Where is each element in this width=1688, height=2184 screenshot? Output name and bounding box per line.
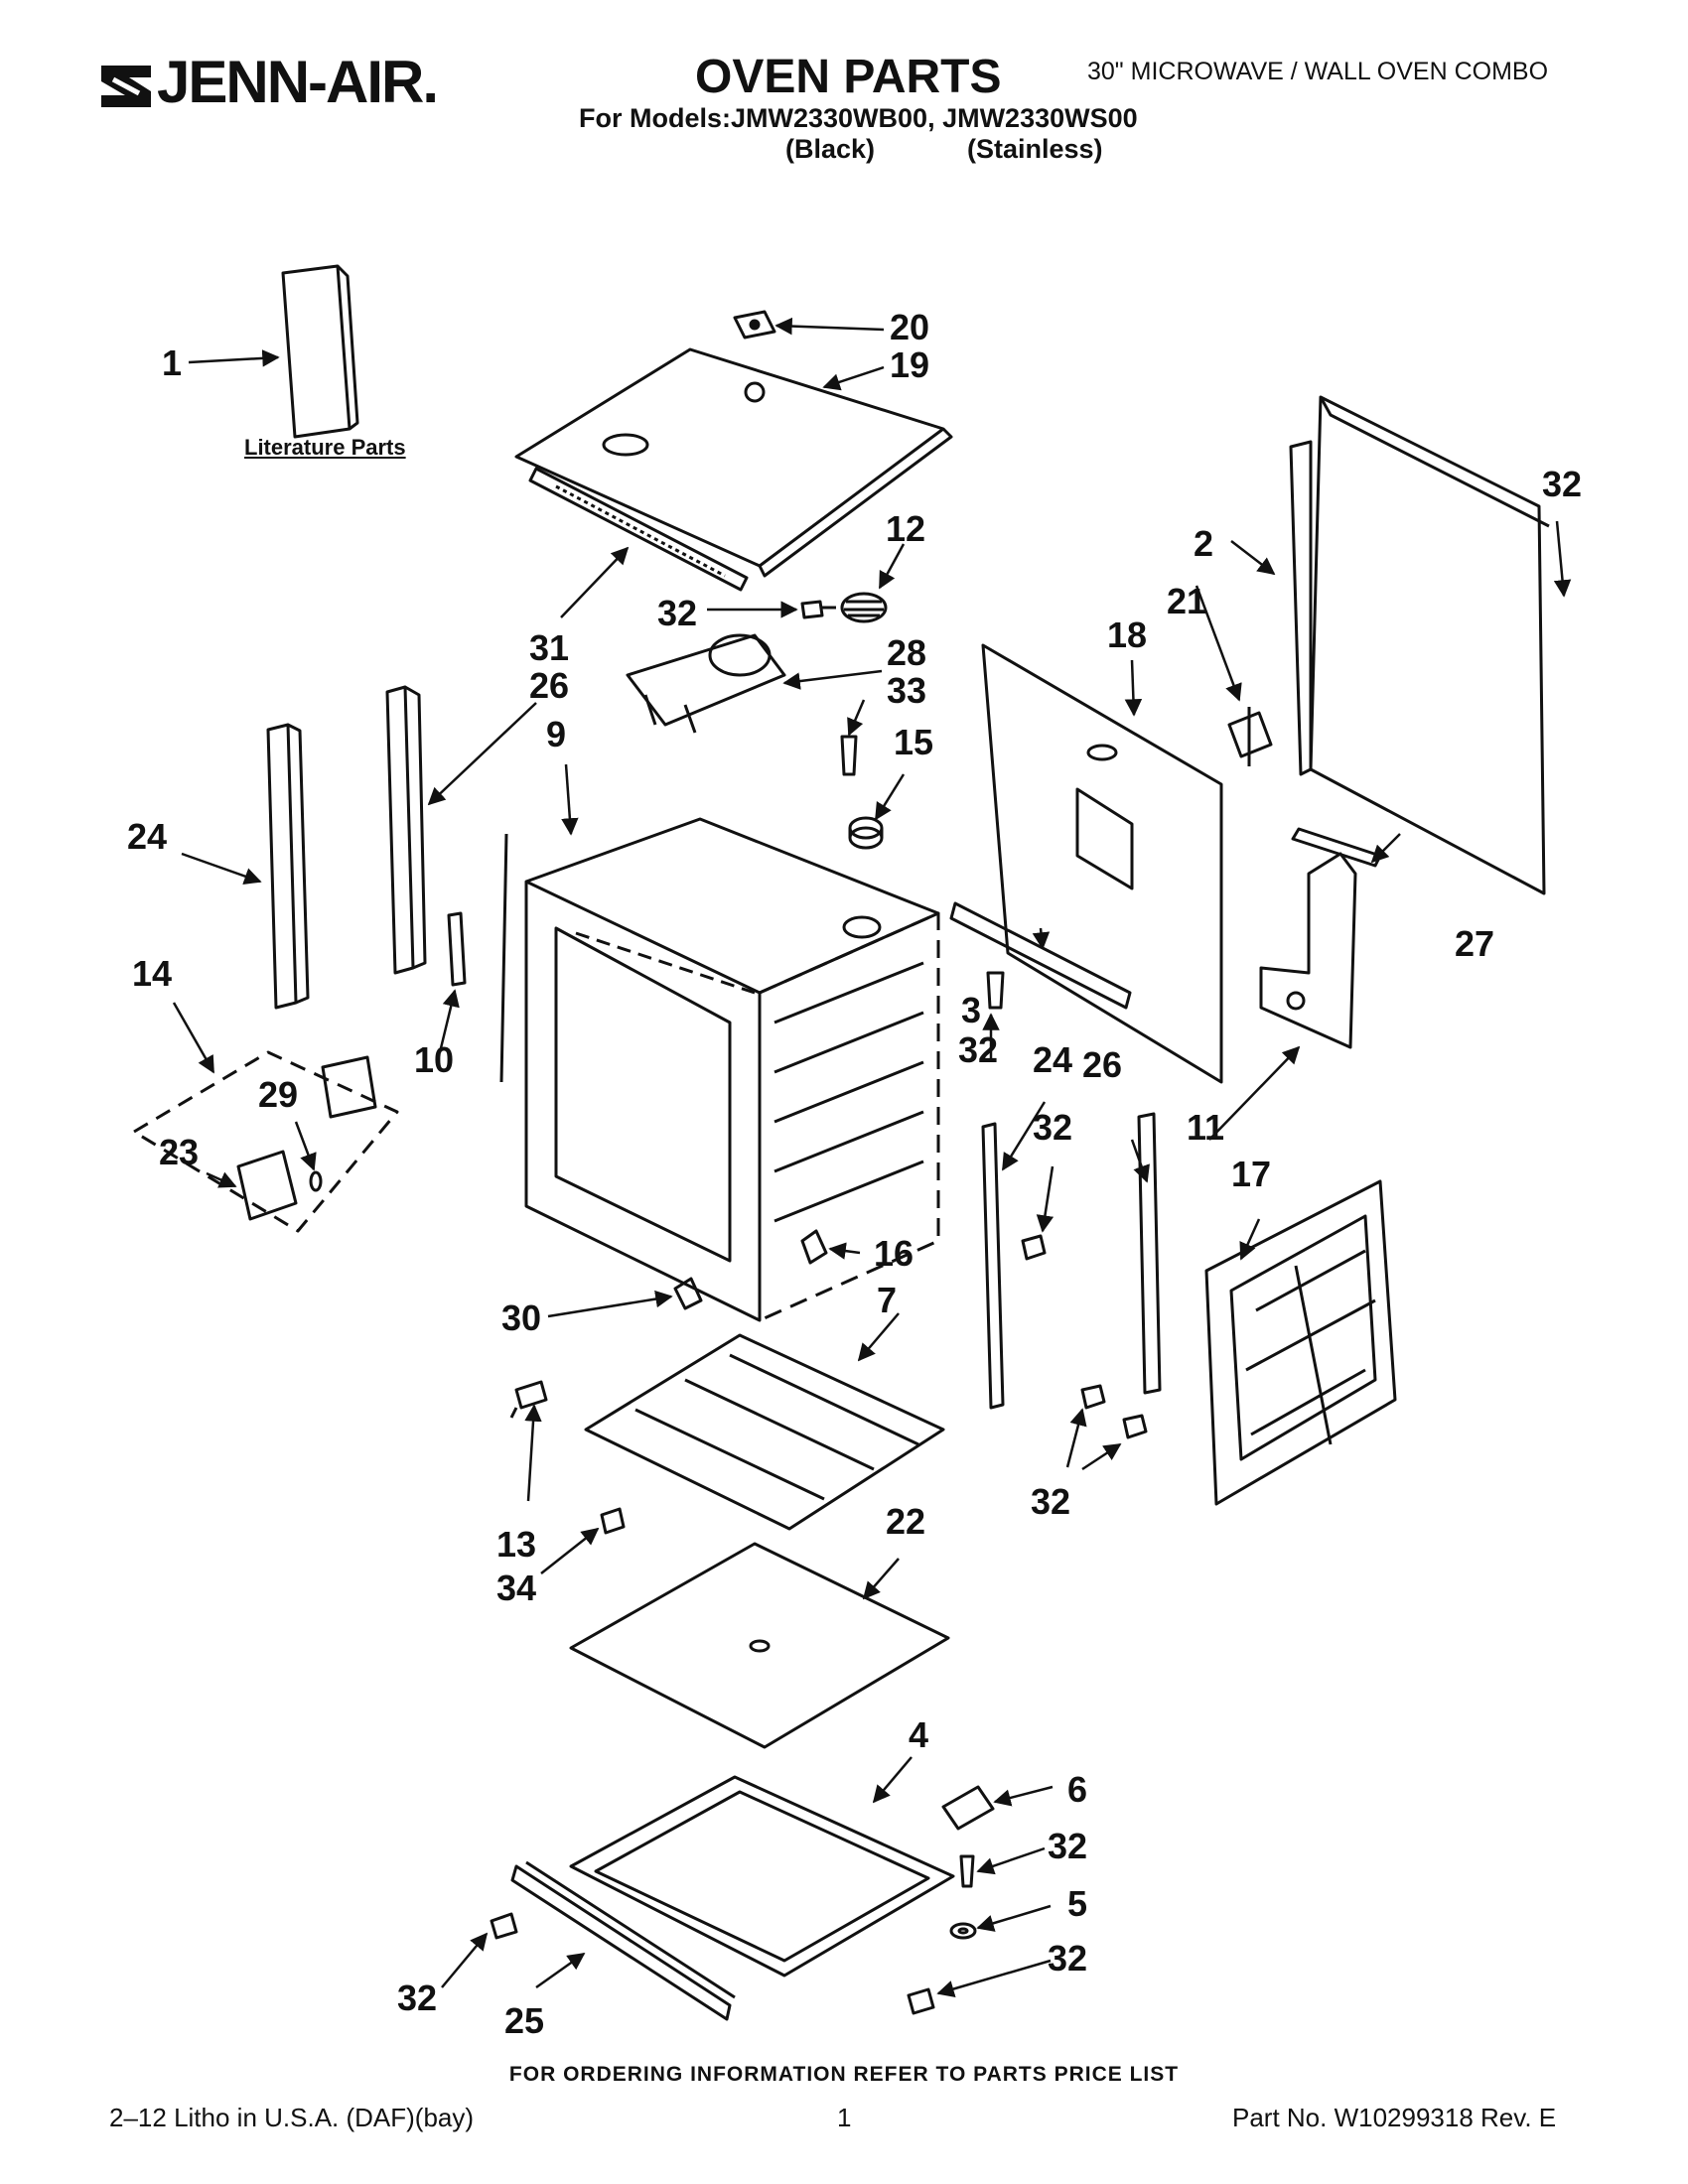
callout-23: 23 [159,1132,199,1172]
callout-19: 19 [890,344,929,385]
part-bracket [949,901,1132,1010]
part-oven-cavity [499,817,940,1322]
part-door-frame [1204,1179,1397,1506]
part-screw [959,1854,975,1888]
ordering-note: FOR ORDERING INFORMATION REFER TO PARTS … [508,2063,1180,2086]
callout-31: 31 [529,627,569,668]
callout-21: 21 [1167,581,1206,621]
part-screw [840,735,858,776]
part-number: Part No. W10299318 Rev. E [1232,2103,1557,2132]
part-back-panel [981,643,1223,1084]
part-front-rail [510,1860,736,2021]
part-sensor [1227,707,1273,766]
callout-20: 20 [890,307,929,347]
part-literature-booklet [281,264,359,439]
part-knob [800,1229,828,1265]
callout-7: 7 [877,1280,897,1320]
callout-24: 24 [1033,1039,1072,1080]
part-top-panel [514,347,953,578]
part-screw [1021,1234,1047,1261]
model-list: For Models:JMW2330WB00, JMW2330WS00 [579,103,1138,133]
part-screw [490,1912,518,1940]
callout-9: 9 [546,714,566,754]
part-bracket [447,911,467,987]
part-side-panel [1289,395,1550,895]
color-black: (Black) [785,134,876,164]
callout-22: 22 [886,1501,925,1542]
part-trim-strip [1137,1112,1162,1395]
callout-2: 2 [1194,523,1213,564]
callout-25: 25 [504,2000,544,2041]
page-number: 1 [837,2103,852,2132]
part-bracket [941,1785,995,1831]
callout-33: 33 [887,670,926,711]
part-bottom-panel [569,1542,950,1749]
part-screw [800,600,836,619]
part-duct [1259,852,1357,1049]
part-trim-strip [385,685,427,975]
part-clip [733,310,776,340]
callout-32: 32 [397,1978,437,2018]
part-fan-motor [626,633,786,734]
callout-15: 15 [894,722,933,762]
part-strip [1291,827,1382,868]
callout-32: 32 [1048,1938,1087,1979]
part-screw [907,1987,935,2015]
callout-6: 6 [1067,1769,1087,1810]
color-stainless: (Stainless) [967,134,1103,164]
part-screw [600,1507,626,1535]
callout-27: 27 [1455,923,1494,964]
callout-32: 32 [1031,1481,1070,1522]
callout-32: 32 [657,593,697,633]
callout-30: 30 [501,1297,541,1338]
callout-34: 34 [496,1568,536,1608]
jenn-air-mark-icon [101,66,151,107]
part-trim-strip [266,723,310,1010]
part-screw [1080,1384,1106,1410]
callout-32: 32 [958,1029,998,1070]
callout-5: 5 [1067,1883,1087,1924]
callout-10: 10 [414,1039,454,1080]
part-rail [528,467,749,592]
part-switch [509,1380,548,1419]
callout-32: 32 [1542,464,1582,504]
callout-24: 24 [127,816,167,857]
part-washer [949,1922,977,1940]
callout-18: 18 [1107,614,1147,655]
callout-numbers: 1 20 19 32 2 21 18 12 32 31 26 28 33 9 1… [127,307,1582,2041]
callout-1: 1 [162,342,182,383]
callout-leaders [172,317,1572,1997]
product-subtitle: 30" MICROWAVE / WALL OVEN COMBO [1087,58,1549,85]
part-screw [1122,1414,1148,1439]
literature-parts-label: Literature Parts [244,435,406,460]
brand-wordmark: JENN-AIR. [157,49,439,115]
callout-11: 11 [1187,1107,1224,1148]
callout-28: 28 [887,632,926,673]
callout-3: 3 [961,990,981,1030]
callout-4: 4 [909,1714,928,1755]
part-vent [840,592,888,623]
part-trim-strip [981,1122,1005,1410]
part-grommet [848,816,884,850]
part-bottom-tray [569,1775,955,1978]
part-knob [673,1277,703,1310]
callout-14: 14 [132,953,172,994]
callout-26: 26 [1082,1044,1122,1085]
part-screw [986,971,1005,1010]
callout-32: 32 [1048,1826,1087,1866]
callout-29: 29 [258,1074,298,1115]
callout-16: 16 [874,1233,914,1274]
part-control-group [132,1050,399,1233]
litho-info: 2–12 Litho in U.S.A. (DAF)(bay) [109,2103,475,2132]
callout-13: 13 [496,1524,536,1565]
callout-26: 26 [529,665,569,706]
callout-32: 32 [1033,1107,1072,1148]
callout-17: 17 [1231,1154,1271,1194]
jenn-air-logo: JENN-AIR. [99,49,457,121]
callout-12: 12 [886,508,925,549]
part-oven-rack [584,1333,945,1531]
page-title: OVEN PARTS [695,51,1002,103]
